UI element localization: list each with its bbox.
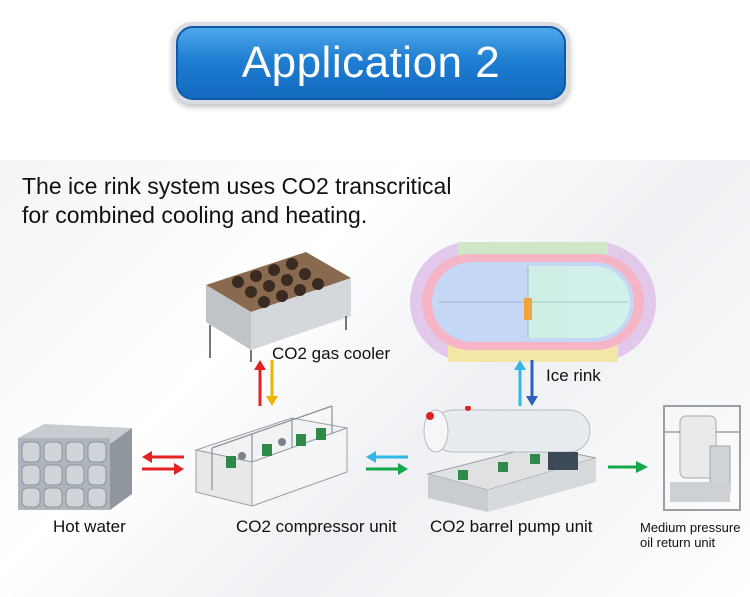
label-barrel-pump-unit: CO2 barrel pump unit (430, 517, 593, 536)
ice-rink-flow-arrows (514, 360, 538, 406)
label-oil-return-unit: Medium pressure oil return unit (640, 520, 740, 550)
oil-return-unit-image (663, 405, 741, 511)
hot-water-tank-image (18, 424, 132, 510)
label-ice-rink: Ice rink (546, 366, 601, 385)
label-compressor-unit: CO2 compressor unit (236, 517, 397, 536)
intro-line-2: for combined cooling and heating. (22, 202, 368, 228)
compressor-pump-flow-arrows (366, 451, 408, 475)
gas-cooler-flow-arrows (254, 360, 278, 406)
diagram-background (0, 160, 750, 597)
label-oil-return-line-1: Medium pressure (640, 520, 741, 535)
page-title: Application 2 (176, 26, 566, 100)
title-badge: Application 2 (172, 22, 570, 104)
gas-cooler-image (206, 252, 351, 362)
intro-text: The ice rink system uses CO2 transcritic… (22, 172, 542, 230)
label-hot-water: Hot water (53, 517, 126, 536)
barrel-pump-unit-image (423, 406, 597, 512)
hot-water-flow-arrows (142, 451, 184, 475)
oil-return-flow-arrow (608, 461, 648, 473)
compressor-unit-image (194, 405, 349, 507)
label-oil-return-line-2: oil return unit (640, 535, 716, 550)
intro-line-1: The ice rink system uses CO2 transcritic… (22, 173, 452, 199)
ice-rink-image (410, 242, 656, 362)
label-gas-cooler: CO2 gas cooler (272, 344, 391, 363)
